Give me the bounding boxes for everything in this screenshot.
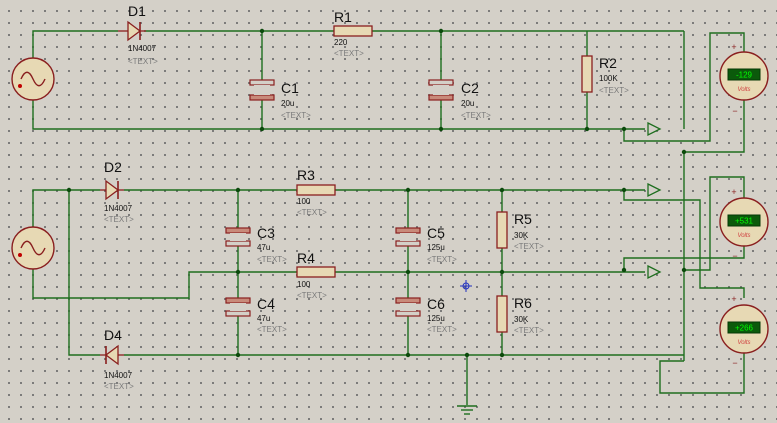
capacitor-c3[interactable]: C3 47u <TEXT>	[225, 225, 287, 264]
voltmeter-1-reading: -129	[736, 71, 753, 80]
resistor-r4[interactable]: R4 100 <TEXT>	[296, 250, 336, 300]
r5-ref: R5	[514, 211, 532, 227]
diode-d2[interactable]: D2 1N4007 <TEXT>	[100, 159, 134, 224]
r2-ref: R2	[599, 55, 617, 71]
resistor-r5[interactable]: R5 30K <TEXT>	[496, 211, 544, 251]
d2-value: 1N4007	[104, 204, 133, 213]
r4-text: <TEXT>	[297, 291, 327, 300]
c3-ref: C3	[257, 225, 275, 241]
resistor-r6[interactable]: R6 30K <TEXT>	[496, 295, 544, 335]
wires	[32, 30, 745, 405]
capacitor-c6[interactable]: C6 125u <TEXT>	[395, 296, 457, 334]
voltmeter-1-minus: −	[732, 106, 737, 116]
r6-ref: R6	[514, 295, 532, 311]
voltmeter-2-plus: +	[731, 187, 736, 197]
voltmeter-2-unit: Volts	[737, 233, 750, 239]
voltmeter-2-reading: +531	[735, 217, 754, 226]
ac-source-top[interactable]	[11, 57, 55, 101]
c5-text: <TEXT>	[427, 255, 457, 264]
r1-text: <TEXT>	[334, 49, 364, 58]
c1-value: 20u	[281, 99, 294, 108]
r5-value: 30K	[514, 231, 529, 240]
output-terminals	[647, 121, 662, 280]
voltmeter-2[interactable]: +531 Volts + −	[719, 187, 769, 261]
r4-ref: R4	[297, 250, 315, 266]
d2-ref: D2	[104, 159, 122, 175]
r2-value: 100K	[599, 74, 618, 83]
voltmeter-1[interactable]: -129 Volts + −	[719, 42, 769, 116]
resistor-r2[interactable]: R2 100K <TEXT>	[581, 55, 629, 95]
d4-text: <TEXT>	[104, 382, 134, 391]
r5-text: <TEXT>	[514, 242, 544, 251]
ground-symbol	[457, 405, 477, 415]
c2-value: 20u	[461, 99, 474, 108]
c4-text: <TEXT>	[257, 325, 287, 334]
voltmeter-3-plus: +	[731, 294, 736, 304]
d1-text: <TEXT>	[128, 57, 158, 66]
voltmeter-2-minus: −	[732, 251, 737, 261]
resistor-r1[interactable]: R1 220 <TEXT>	[333, 9, 373, 58]
voltmeter-1-plus: +	[731, 42, 736, 52]
capacitor-c1[interactable]: C1 20u <TEXT>	[249, 79, 311, 120]
r1-ref: R1	[334, 9, 352, 25]
c4-ref: C4	[257, 296, 275, 312]
c3-value: 47u	[257, 243, 270, 252]
c2-ref: C2	[461, 80, 479, 96]
c6-ref: C6	[427, 296, 445, 312]
d4-ref: D4	[104, 327, 122, 343]
c2-text: <TEXT>	[461, 111, 491, 120]
r6-value: 30K	[514, 315, 529, 324]
voltmeter-1-unit: Volts	[737, 87, 750, 93]
r3-value: 100	[297, 197, 311, 206]
diode-d4[interactable]: D4 1N4007 <TEXT>	[100, 327, 134, 391]
voltmeter-3-minus: −	[732, 358, 737, 368]
d2-text: <TEXT>	[104, 215, 134, 224]
c1-text: <TEXT>	[281, 111, 311, 120]
d1-value: 1N4007	[128, 44, 157, 53]
diode-d1[interactable]: D1 1N4007 <TEXT>	[118, 3, 158, 66]
capacitor-c4[interactable]: C4 47u <TEXT>	[225, 296, 287, 334]
c3-text: <TEXT>	[257, 255, 287, 264]
c4-value: 47u	[257, 314, 270, 323]
junctions	[66, 28, 687, 358]
r3-text: <TEXT>	[297, 208, 327, 217]
ac-source-bottom[interactable]	[11, 226, 55, 270]
r6-text: <TEXT>	[514, 326, 544, 335]
c1-ref: C1	[281, 80, 299, 96]
c6-text: <TEXT>	[427, 325, 457, 334]
r1-value: 220	[334, 38, 348, 47]
r3-ref: R3	[297, 167, 315, 183]
c6-value: 125u	[427, 314, 445, 323]
r4-value: 100	[297, 280, 311, 289]
c5-value: 125u	[427, 243, 445, 252]
resistor-r3[interactable]: R3 100 <TEXT>	[296, 167, 336, 217]
r2-text: <TEXT>	[599, 86, 629, 95]
cursor-crosshair-icon	[460, 280, 472, 292]
voltmeter-3-reading: +266	[735, 324, 754, 333]
d1-ref: D1	[128, 3, 146, 19]
c5-ref: C5	[427, 225, 445, 241]
capacitor-c5[interactable]: C5 125u <TEXT>	[395, 225, 457, 264]
voltmeter-3-unit: Volts	[737, 340, 750, 346]
capacitor-c2[interactable]: C2 20u <TEXT>	[428, 79, 491, 120]
d4-value: 1N4007	[104, 371, 133, 380]
voltmeter-3[interactable]: +266 Volts + −	[719, 294, 769, 368]
